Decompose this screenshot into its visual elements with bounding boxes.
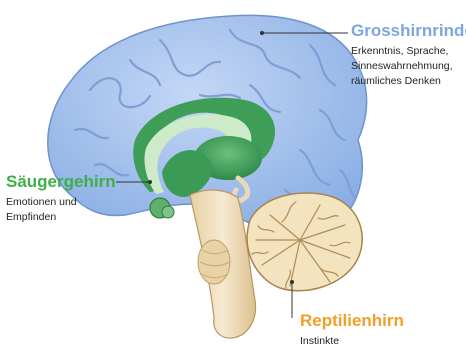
mammal-label-block: Säugergehirn Emotionen und Empfinden bbox=[6, 173, 116, 225]
cortex-leader-dot bbox=[260, 31, 264, 35]
mammal-desc-line: Emotionen und bbox=[6, 195, 116, 210]
cortex-desc-line: Erkenntnis, Sprache, bbox=[351, 44, 466, 59]
cortex-description: Erkenntnis, Sprache, Sinneswahrnehmung, … bbox=[351, 44, 466, 90]
reptile-leader-dot bbox=[290, 280, 294, 284]
cortex-label-block: Grosshirnrinde Erkenntnis, Sprache, Sinn… bbox=[351, 22, 466, 89]
cortex-desc-line: räumliches Denken bbox=[351, 74, 466, 89]
reptile-label-block: Reptilienhirn Instinkte bbox=[300, 312, 404, 345]
amygdala-small bbox=[162, 206, 174, 218]
reptile-desc-line: Instinkte bbox=[300, 334, 404, 345]
reptile-title: Reptilienhirn bbox=[300, 312, 404, 331]
cortex-title: Grosshirnrinde bbox=[351, 22, 466, 41]
mammal-title: Säugergehirn bbox=[6, 173, 116, 192]
reptile-description: Instinkte bbox=[300, 334, 404, 345]
mammal-description: Emotionen und Empfinden bbox=[6, 195, 116, 225]
mammal-leader-dot bbox=[148, 180, 152, 184]
cortex-desc-line: Sinneswahrnehmung, bbox=[351, 59, 466, 74]
cerebellum-region bbox=[247, 193, 362, 291]
mammal-desc-line: Empfinden bbox=[6, 210, 116, 225]
